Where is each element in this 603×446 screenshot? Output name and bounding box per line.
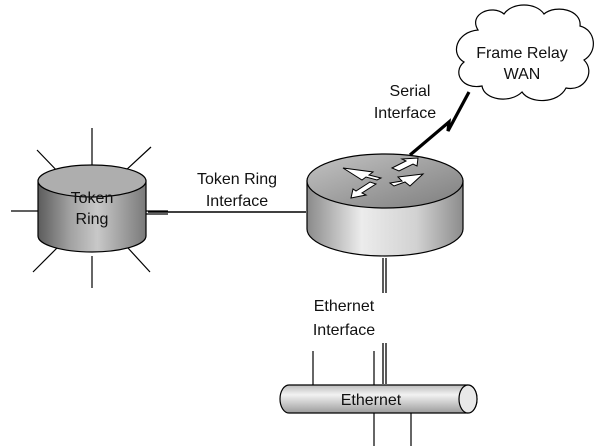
- token-ring-body: [37, 180, 147, 253]
- token-ring-interface-label-line2: Interface: [206, 193, 268, 210]
- token-ring-node: Token Ring: [11, 128, 168, 288]
- router-top: [306, 153, 464, 209]
- token-ring-rays: [11, 128, 168, 288]
- router-node: [306, 153, 464, 257]
- ethernet-label: Ethernet: [341, 392, 402, 409]
- ethernet-interface-label-line2: Interface: [313, 322, 375, 339]
- cloud-icon: [455, 4, 594, 102]
- wan-cloud-label-line1: Frame Relay: [476, 45, 568, 62]
- ethernet-interface-label-bg: [300, 293, 388, 343]
- ethernet-pipe-end: [458, 384, 478, 414]
- ethernet-taps: [312, 351, 412, 446]
- token-ring-label-line2: Ring: [76, 211, 109, 228]
- token-ring-interface-label-line1: Token Ring: [197, 171, 277, 188]
- serial-link: [408, 91, 471, 157]
- token-ring-label-line1: Token: [71, 190, 114, 207]
- ethernet-node: Ethernet: [279, 351, 478, 446]
- serial-interface-label-line1: Serial: [390, 83, 431, 100]
- wan-cloud-node: Frame Relay WAN: [455, 4, 594, 102]
- serial-interface-label-line2: Interface: [374, 105, 436, 122]
- token-ring-top: [37, 164, 147, 198]
- ethernet-interface-label-line1: Ethernet: [314, 298, 375, 315]
- router-arrows-icon: [342, 157, 425, 199]
- wan-cloud-label-line2: WAN: [504, 66, 541, 83]
